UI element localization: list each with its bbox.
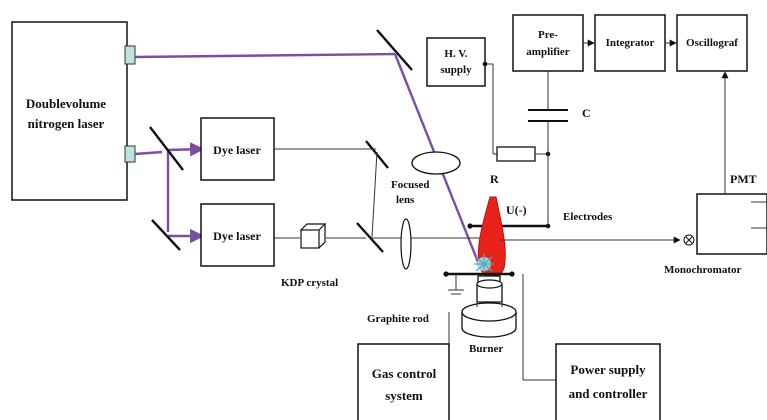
dye-beam-combine (371, 151, 378, 238)
preamplifier-label-1: Pre- (538, 29, 558, 41)
preamplifier-box: Pre- amplifier (512, 14, 584, 72)
dye-laser-top: Dye laser (200, 117, 275, 181)
electrical-wiring (467, 61, 568, 229)
mirror-dye-lower (356, 222, 384, 253)
burner-icon (461, 275, 517, 338)
monochromator-box (683, 193, 767, 255)
hv-supply-box: H. V. supply (426, 37, 486, 87)
cylindrical-lens-icon (400, 218, 412, 270)
gas-control-label-2: system (385, 388, 423, 403)
mirror-bottom-left (151, 219, 181, 251)
resistor-label: R (490, 172, 499, 186)
dye-laser-bottom-label: Dye laser (213, 229, 261, 243)
focused-lens-label-2: lens (396, 194, 415, 206)
hv-supply-label-2: supply (440, 64, 472, 76)
power-supply-label-2: and controller (569, 386, 648, 401)
nitrogen-laser-label-2: nitrogen laser (28, 116, 105, 131)
beam-splitter-mirror (149, 126, 184, 171)
focused-lens-icon (411, 151, 461, 175)
gas-control-label-1: Gas control (372, 366, 437, 381)
gas-control-box: Gas control system (357, 343, 450, 420)
kdp-crystal-icon (300, 223, 327, 249)
oscillograf-label: Oscillograf (686, 37, 738, 49)
nitrogen-laser-box: Doublevolume nitrogen laser (11, 21, 136, 201)
lower-electrode (443, 271, 515, 295)
voltage-label: U(-) (506, 203, 527, 217)
laser-output-port-top (124, 45, 136, 65)
burner-label: Burner (469, 343, 503, 355)
capacitor-label: C (582, 106, 591, 120)
laser-beam-paths (134, 52, 480, 263)
graphite-rod-label: Graphite rod (367, 313, 429, 325)
electrodes-label: Electrodes (563, 211, 613, 223)
laser-spot-icon (474, 254, 494, 274)
hv-supply-label-1: H. V. (444, 48, 467, 60)
monochromator-label: Monochromator (664, 264, 742, 276)
dye-laser-bottom: Dye laser (200, 203, 275, 267)
dye-laser-top-label: Dye laser (213, 143, 261, 157)
oscillograf-box: Oscillograf (676, 14, 748, 72)
mirror-top (376, 29, 413, 71)
kdp-crystal-label: KDP crystal (281, 277, 338, 289)
power-supply-box: Power supply and controller (555, 343, 661, 420)
integrator-label: Integrator (606, 37, 655, 49)
preamplifier-label-2: amplifier (526, 46, 569, 58)
pmt-label: PMT (730, 172, 757, 186)
integrator-box: Integrator (594, 14, 666, 72)
resistor-icon (496, 146, 536, 162)
laser-output-port-bottom (124, 145, 136, 163)
power-supply-label-1: Power supply (570, 362, 646, 377)
focused-lens-label-1: Focused (391, 179, 430, 191)
nitrogen-laser-label-1: Doublevolume (26, 96, 106, 111)
